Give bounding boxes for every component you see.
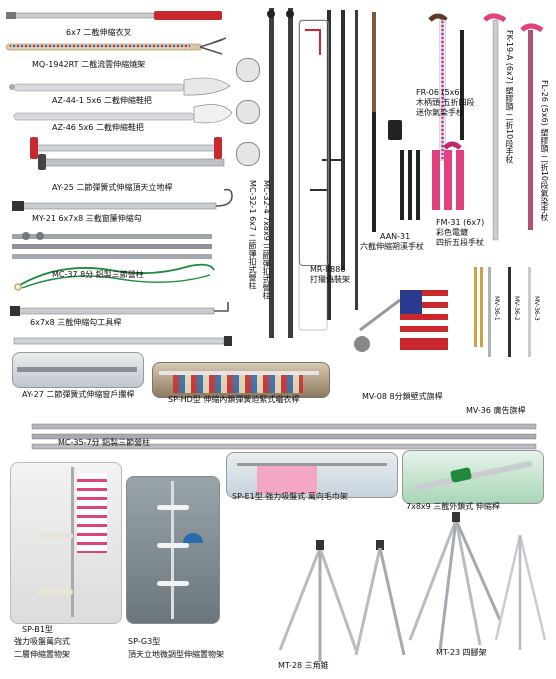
product-label: MY-21 6x7x8 三截窗簾伸縮勾	[32, 214, 142, 223]
product-label: 7x8x9 三截外鎖式 伸縮桿	[406, 502, 500, 511]
product-label: SP-HD型 伸縮內鎖彈簧迫緊式曬衣桿	[168, 395, 300, 404]
towel-rack-photo	[226, 452, 398, 498]
product-label: MC-35-7分 鋁製三節營柱	[58, 438, 151, 447]
closet-rod-photo	[152, 362, 330, 398]
suction-pole	[71, 467, 74, 617]
closet-rod	[159, 371, 319, 375]
product-label: AZ-44-1 5x6 二截伸縮鞋把	[52, 96, 152, 105]
product-label-vertical: FK-19-A (6x7) 塑膠頭 二折10段手杖	[505, 30, 514, 164]
pole-segment	[413, 460, 533, 492]
product-label: AY-27 二節彈簧式伸縮窗戶攔桿	[22, 390, 135, 399]
product-label: AY-25 二節彈簧式伸縮頂天立地桿	[52, 183, 173, 192]
mr-detail-frame	[299, 20, 329, 266]
product-label: MR-8886	[310, 265, 346, 274]
flag-code: MV-36-1	[493, 296, 500, 321]
product-label-vertical: MC-32-1 6x7 二節彈扣式營柱	[248, 180, 257, 290]
product-label: AZ-46 5x6 二截伸縮鞋把	[52, 123, 144, 132]
product-label: MV-08 8分鎖壁式旗桿	[362, 392, 443, 401]
product-label: 四折五段手杖	[436, 238, 484, 247]
product-label: SP-E1型 強力吸盤式 萬向毛巾架	[232, 492, 348, 501]
product-label: 強力吸盤萬向式	[14, 637, 70, 646]
shelf-tier	[157, 543, 189, 548]
product-label: FR-06 (5x6)	[416, 88, 463, 97]
outer-lock-clamp-photo	[402, 450, 544, 504]
window-bar-rod	[17, 367, 137, 372]
window-bar-photo	[12, 352, 144, 388]
product-label: SP-B1型	[22, 625, 53, 634]
product-label: 木柄頭 五折四段	[416, 98, 475, 107]
product-label: MV-36 廣告旗桿	[466, 406, 526, 415]
shelf-tier	[157, 505, 189, 510]
product-label: MQ-1942RT 二截流雲伸縮燒架	[32, 60, 146, 69]
pole-clip-icon	[236, 142, 260, 166]
product-label: 頂天立地微調型伸縮置物架	[128, 650, 224, 659]
product-label-vertical: MC-32-4 7x8x9 三節彈扣式營柱	[262, 180, 271, 300]
shelf-tier	[37, 533, 73, 539]
product-label-vertical: FL-26 (5x6) 塑膠頭 二折10段氣染手杖	[540, 80, 549, 221]
hanging-clothes	[173, 375, 303, 393]
towel	[257, 466, 317, 494]
product-label: 6x7 二截伸縮衣叉	[66, 28, 132, 37]
flag-code: MV-36-2	[513, 296, 520, 321]
product-label: MT-28 三角錐	[278, 661, 329, 670]
flag-code: MV-36-3	[533, 296, 540, 321]
product-label: SP-G3型	[128, 637, 161, 646]
product-label: 打獵偽裝架	[310, 275, 350, 284]
blue-umbrella	[183, 533, 203, 543]
towel-rack-bar	[237, 463, 387, 466]
floor-ceiling-shelf-photo	[126, 476, 220, 624]
shelf-tier	[157, 581, 189, 586]
suction-shelf-photo	[10, 462, 122, 624]
product-label: 6x7x8 三截伸縮勾工具桿	[30, 318, 122, 327]
pole-clip-icon	[236, 100, 260, 124]
product-label: 彩色電鍍	[436, 228, 468, 237]
product-label: 六截伸縮朔溪手杖	[360, 242, 424, 251]
pole-clip-icon	[236, 58, 260, 82]
pink-towel	[77, 473, 107, 553]
product-label: 迷你氣染手杖	[416, 108, 464, 117]
shelf-tier	[37, 589, 73, 595]
product-label: AAN-31	[380, 232, 411, 241]
product-label: 二層伸縮置物架	[14, 650, 70, 659]
product-label: FM-31 (6x7)	[436, 218, 485, 227]
product-label: MT-23 四腳架	[436, 648, 487, 657]
product-label: MC-37 8分 鋁製三節營柱	[52, 270, 144, 279]
green-clamp	[449, 467, 473, 483]
shelf-pole	[171, 481, 174, 619]
